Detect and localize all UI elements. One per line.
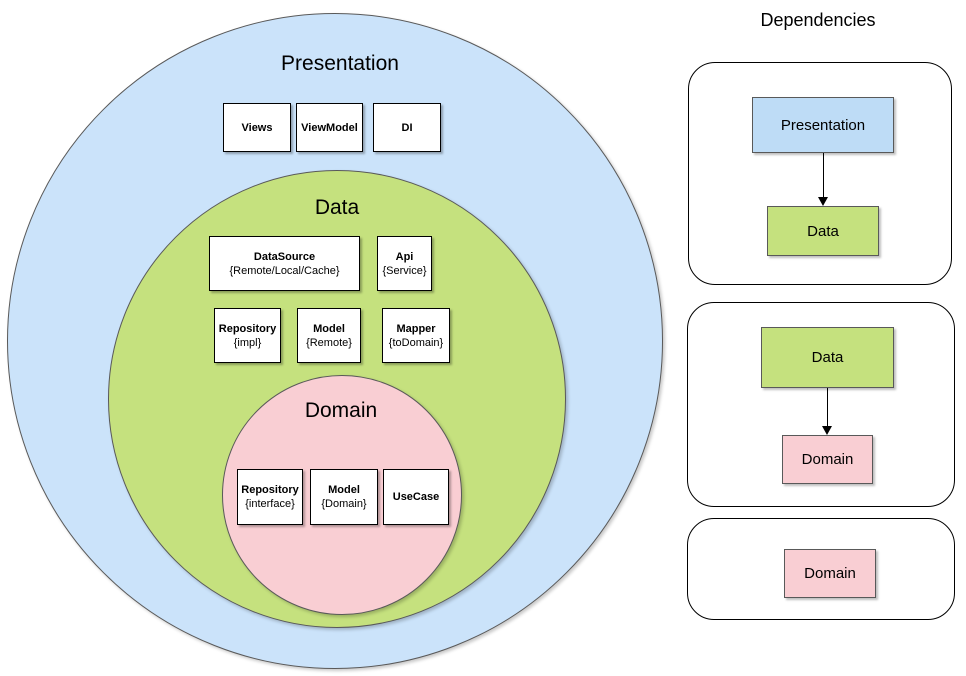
datasource-box-title: DataSource xyxy=(253,250,316,263)
views-box: Views xyxy=(223,103,291,152)
viewmodel-box: ViewModel xyxy=(296,103,363,152)
dependency-data-box-2: Data xyxy=(761,327,894,388)
model-domain-box-title: Model xyxy=(328,484,360,496)
mapper-box-title: Mapper xyxy=(396,322,436,335)
model-remote-box: Model {Remote} xyxy=(297,308,361,363)
dependencies-panel-presentation-data: Presentation Data xyxy=(688,62,952,285)
api-box-subtitle: {Service} xyxy=(382,264,427,277)
api-box: Api {Service} xyxy=(377,236,432,291)
data-layer-title: Data xyxy=(314,196,360,219)
repository-interface-box-subtitle: {interface} xyxy=(245,498,295,510)
repository-impl-box: Repository {impl} xyxy=(214,308,281,363)
model-domain-box: Model {Domain} xyxy=(310,469,378,525)
di-box: DI xyxy=(373,103,441,152)
usecase-box: UseCase xyxy=(383,469,449,525)
mapper-box-subtitle: {toDomain} xyxy=(388,336,444,349)
model-domain-box-subtitle: {Domain} xyxy=(321,498,367,510)
presentation-layer-title: Presentation xyxy=(281,52,399,75)
domain-layer-title: Domain xyxy=(304,399,378,422)
dependency-data-box: Data xyxy=(767,206,879,256)
arrow-shaft xyxy=(826,388,828,428)
arrow-shaft xyxy=(822,153,824,199)
mapper-box: Mapper {toDomain} xyxy=(382,308,450,363)
arrow-presentation-to-data xyxy=(817,153,829,206)
usecase-box-title: UseCase xyxy=(392,491,440,503)
dependency-domain-box-2: Domain xyxy=(784,549,876,598)
repository-impl-box-title: Repository xyxy=(218,322,277,335)
datasource-box-subtitle: {Remote/Local/Cache} xyxy=(229,264,340,277)
repository-impl-box-subtitle: {impl} xyxy=(233,336,262,349)
api-box-title: Api xyxy=(395,250,414,263)
model-remote-box-title: Model xyxy=(313,322,345,335)
views-box-label: Views xyxy=(241,121,273,134)
di-box-label: DI xyxy=(401,121,413,134)
dependencies-panel-data-domain: Data Domain xyxy=(687,302,955,507)
repository-interface-box: Repository {interface} xyxy=(237,469,303,525)
dependencies-panel-domain: Domain xyxy=(687,518,955,620)
repository-interface-box-title: Repository xyxy=(241,484,299,496)
viewmodel-box-label: ViewModel xyxy=(301,121,358,134)
model-remote-box-subtitle: {Remote} xyxy=(306,336,352,349)
arrow-data-to-domain xyxy=(821,388,833,435)
dependency-domain-box: Domain xyxy=(782,435,873,484)
dependency-presentation-box: Presentation xyxy=(752,97,894,153)
dependencies-title: Dependencies xyxy=(760,10,876,30)
arrow-head-icon xyxy=(822,426,832,435)
arrow-head-icon xyxy=(818,197,828,206)
datasource-box: DataSource {Remote/Local/Cache} xyxy=(209,236,360,291)
